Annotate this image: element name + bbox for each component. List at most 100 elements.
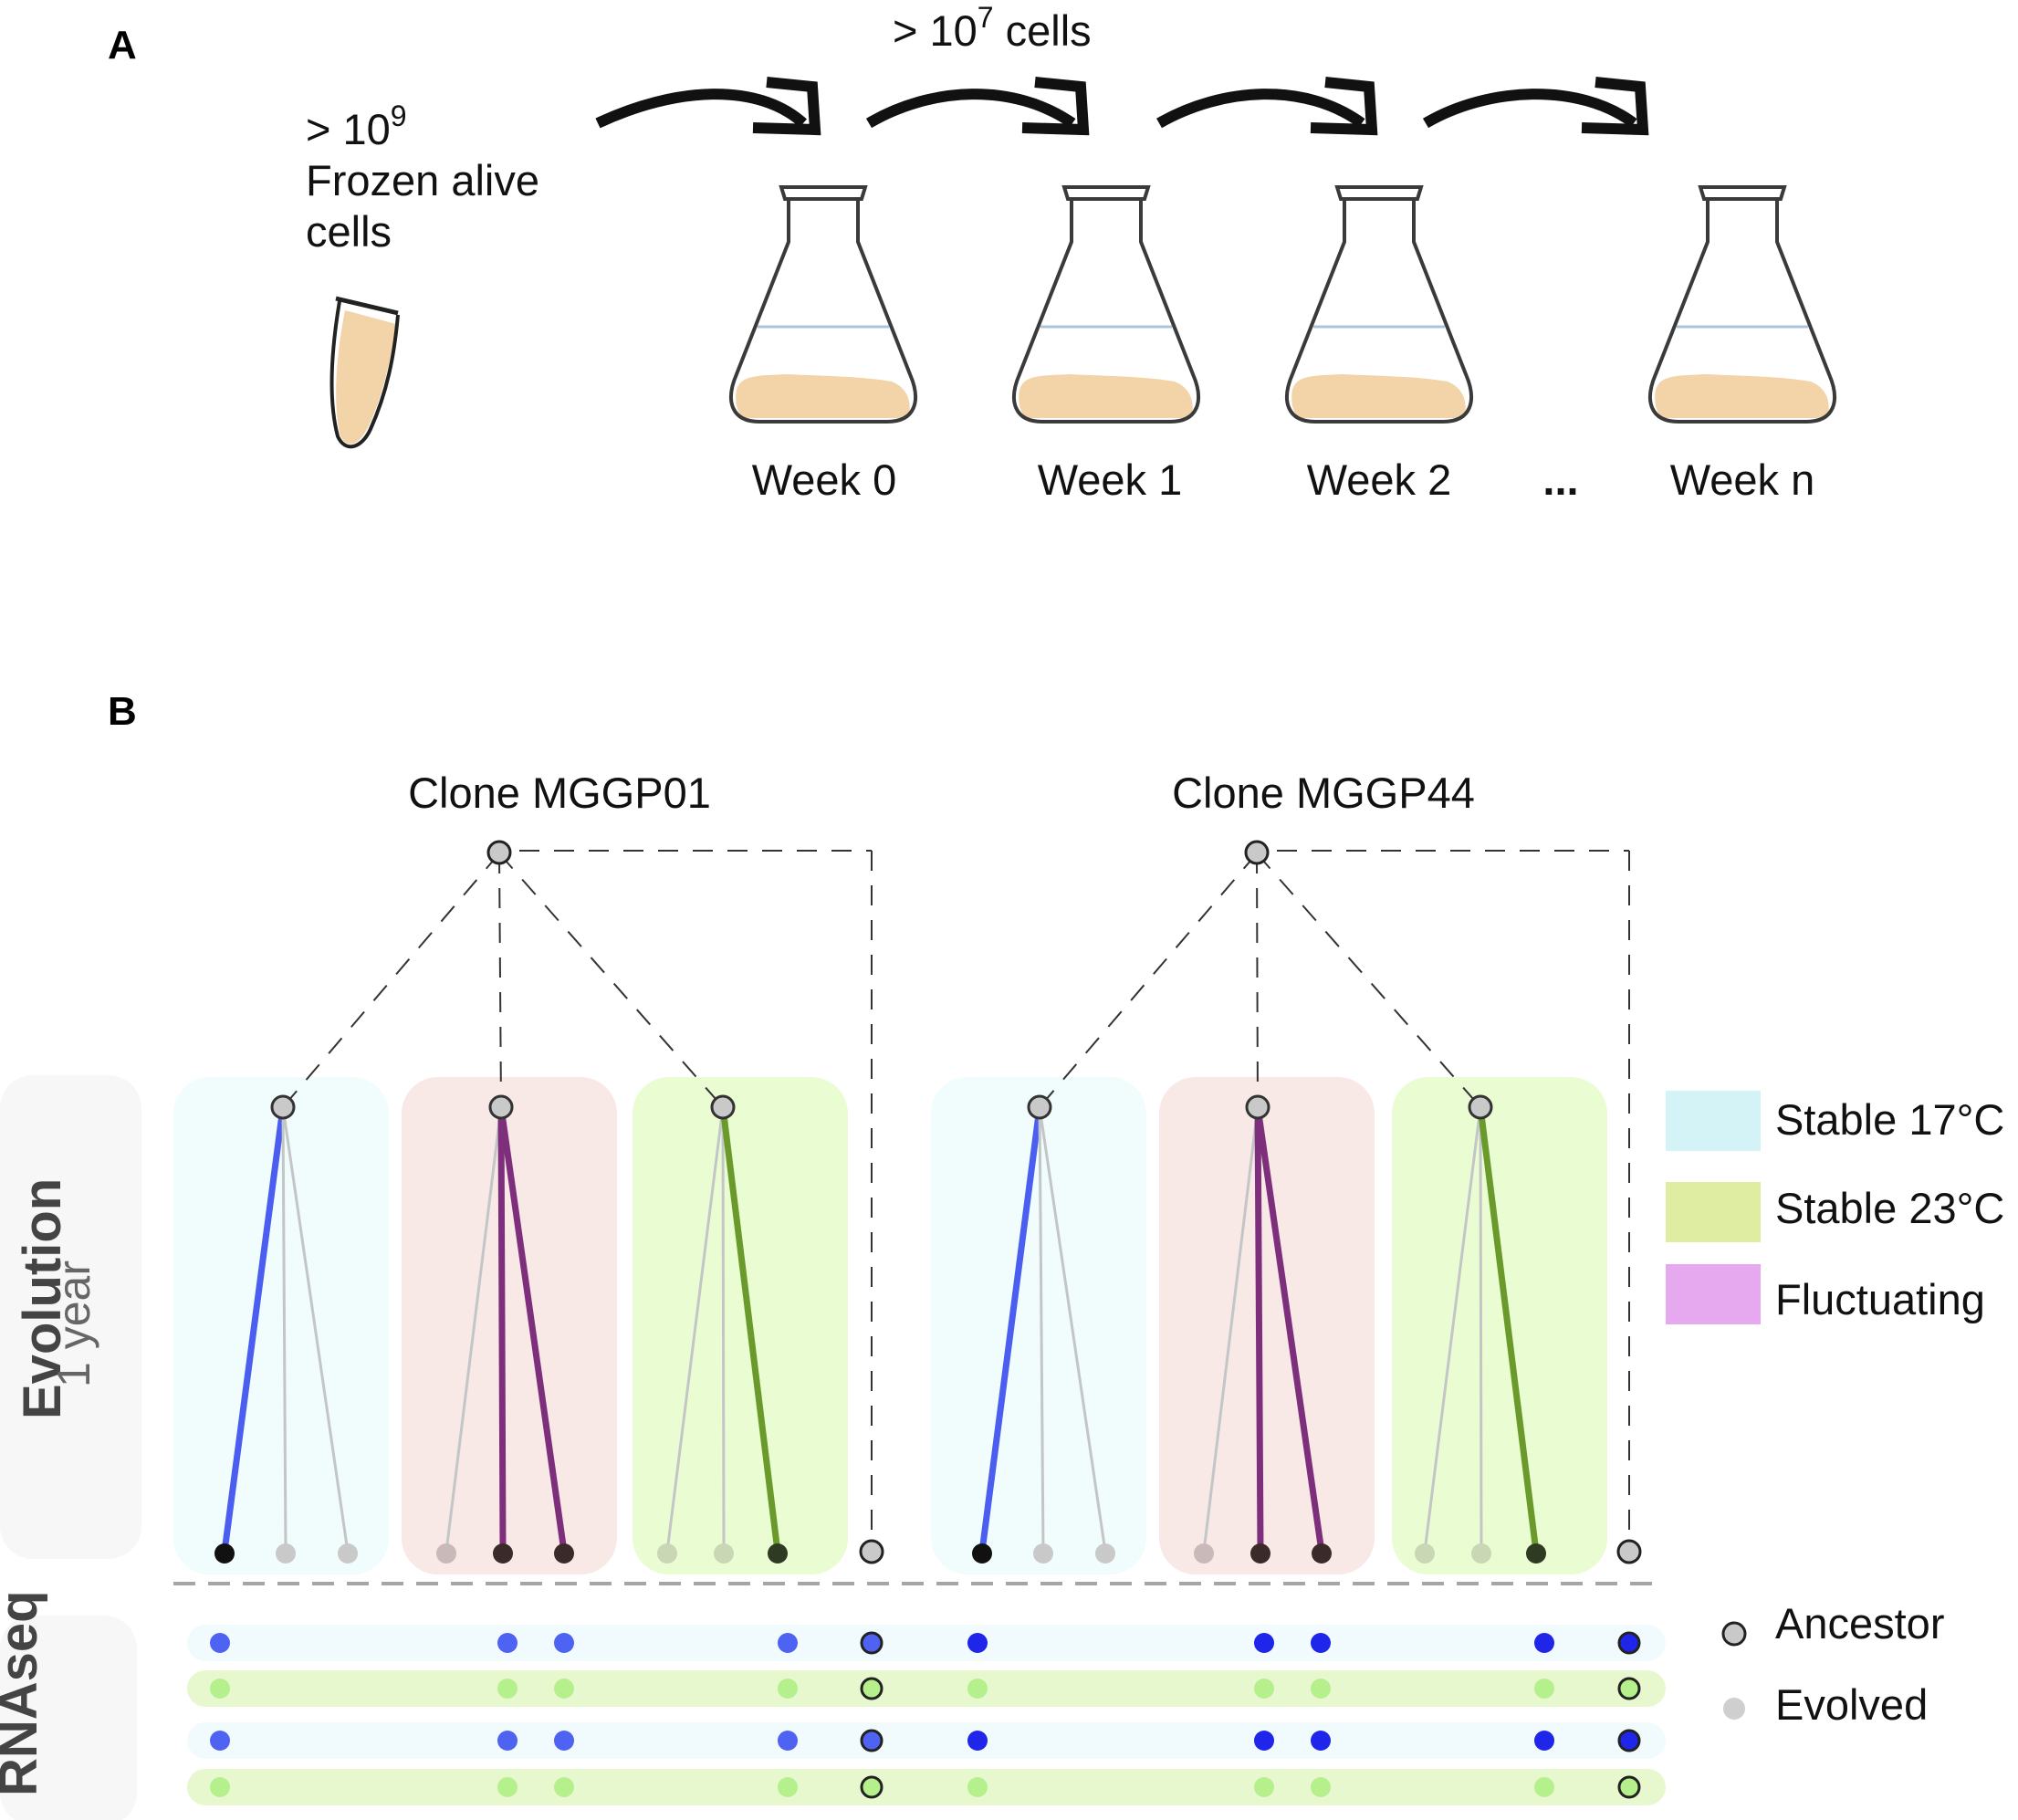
week-2-label: Week 2 [1307,455,1452,504]
rnaseq-sample-dot [778,1731,798,1751]
evolution-side-panel [0,1075,141,1559]
rnaseq-sample-dot [1311,1633,1331,1653]
rnaseq-ancestor-dot [860,1729,884,1752]
clone-ancestor-node [486,840,512,865]
flask-rim [1061,185,1151,201]
flask-culture [736,374,910,418]
tube-label-line3: cells [306,207,392,256]
panel-b: B Evolution 1 year RNAseq Clone MGGP01 C… [0,689,2004,1820]
clone-mggp01-title: Clone MGGP01 [408,769,711,817]
rnaseq-sample-dot [554,1633,574,1653]
rnaseq-side-panel [0,1616,137,1820]
tube-count-prefix: > 10 [306,105,391,153]
panel-a: A > 109 Frozen alive cells > 107 cells [108,1,1836,504]
lineage-branch [1038,1106,1107,1553]
environment-box [402,1077,617,1574]
legend-swatch-stable-23 [1666,1182,1761,1242]
evolved-population-node [972,1543,992,1564]
rnaseq-sample-dot [1534,1679,1554,1699]
evolved-population-node [276,1543,296,1564]
rnaseq-sample-dot [210,1777,230,1797]
ancestry-dashed-line [1256,852,1259,1108]
lineage-branch [497,1106,507,1553]
ancestry-dashed-line [1039,852,1258,1108]
legend-label-fluctuating: Fluctuating [1775,1275,1985,1323]
environment-ancestor-node [270,1094,296,1120]
panel-a-letter: A [108,23,137,68]
rnaseq-ancestor-dot [1617,1775,1641,1799]
evolved-population-node [1526,1543,1546,1564]
ancestry-dashed-line [498,852,724,1108]
lineage-branch [444,1106,503,1553]
flask-outline [729,196,917,424]
evolved-population-node [338,1543,358,1564]
lineage-trees [214,840,1642,1564]
transfer-arrow-icon [595,77,821,136]
environment-box [633,1077,848,1574]
evolved-population-node [1095,1543,1115,1564]
flask-icon [1285,185,1473,424]
week-1-label: Week 1 [1038,455,1183,504]
lineage-branch [1479,1106,1483,1553]
rnaseq-ancestor-dot [860,1631,884,1655]
flask-rim [779,185,868,201]
legend-label-evolved: Evolved [1775,1680,1928,1729]
node-legend: Ancestor Evolved [1721,1599,1944,1729]
rnaseq-sample-dot [778,1777,798,1797]
rnaseq-sample-dot [554,1731,574,1751]
evolved-population-node [768,1543,788,1564]
ancestor-reference-node [859,1539,884,1564]
flask-icon [1012,185,1200,424]
rnaseq-sample-dot [1254,1633,1274,1653]
flasks [729,185,1836,424]
rnaseq-sample-dot [1254,1731,1274,1751]
rnaseq-sample-dot [1534,1731,1554,1751]
flask-rim [1334,185,1424,201]
environment-ancestor-node [1468,1094,1493,1120]
lineage-branch [719,1106,781,1553]
evolved-population-node [1033,1543,1053,1564]
rnaseq-sample-dot [554,1777,574,1797]
flask-outline [1012,196,1200,424]
lineage-branch [281,1106,350,1553]
evolved-population-node [493,1543,513,1564]
rnaseq-sample-dot [778,1679,798,1699]
rnaseq-sample-dot [1311,1679,1331,1699]
evolved-population-node [1194,1543,1214,1564]
ancestry-dashed-line [498,852,502,1108]
rnaseq-samples [187,1625,1666,1805]
environment-box [1392,1077,1607,1574]
environment-legend: Stable 17°C Stable 23°C Fluctuating [1666,1091,2004,1324]
environment-boxes [173,1077,1607,1574]
rnaseq-row-strip [187,1769,1666,1805]
flask-icon [729,185,917,424]
tube-label-line2: Frozen alive [306,156,539,204]
flask-outline [1648,196,1836,424]
evolved-population-node [554,1543,574,1564]
flask-culture [1019,374,1193,418]
rnaseq-row-strip [187,1625,1666,1661]
lineage-branch [221,1106,287,1553]
rnaseq-ancestor-dot [1617,1677,1641,1700]
environment-ancestor-node [488,1094,514,1120]
evolution-side-subtitle: 1 year [48,1260,99,1387]
ancestor-reference-node [1616,1539,1642,1564]
environment-ancestor-node [1245,1094,1270,1120]
rnaseq-row-strip [187,1722,1666,1759]
lineage-branch [665,1106,725,1553]
rnaseq-ancestor-dot [860,1775,884,1799]
lineage-branch [1038,1106,1045,1553]
flask-outline [1285,196,1473,424]
rnaseq-sample-dot [1254,1777,1274,1797]
rnaseq-sample-dot [1534,1777,1554,1797]
frozen-tube-icon [329,296,400,449]
lineage-branch [1423,1106,1482,1553]
week-ellipsis: ... [1542,455,1578,504]
legend-swatch-fluctuating [1666,1264,1761,1324]
transfer-arrow-icon [1156,77,1378,136]
legend-label-ancestor: Ancestor [1775,1599,1944,1647]
rnaseq-ancestor-dot [1617,1631,1641,1655]
rnaseq-side-title: RNAseq [0,1590,48,1796]
tube-count-label: > 109 [306,99,407,153]
lineage-branch [1254,1106,1325,1553]
